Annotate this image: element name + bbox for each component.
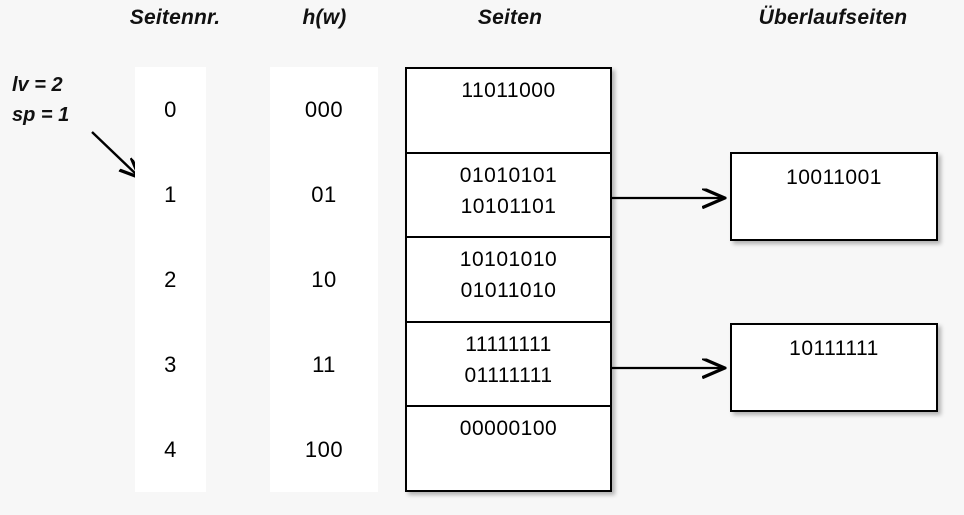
seitennr-cell: 1 [164,181,177,207]
hw-cell: 11 [312,351,336,377]
sp-label: sp = 1 [12,104,70,126]
page-bucket: 01010101 10101101 [407,154,610,239]
record-value: 10101101 [460,194,557,218]
split-pointer-arrow-icon [91,131,150,188]
page-bucket: 11011000 [407,69,610,154]
seitennr-cell: 2 [164,266,177,292]
record-value: 11011000 [461,79,556,102]
column-header-hw: h(w) [302,6,347,29]
hw-cell: 01 [311,181,337,207]
page-bucket: 11111111 01111111 [407,323,610,408]
hw-cell: 100 [304,436,344,462]
seitennr-cell: 0 [164,96,177,122]
overflow-connector-arrow-icon [612,357,734,379]
column-seitennr: 0 1 2 3 4 [135,67,206,492]
record-value: 10011001 [786,166,882,189]
lv-label: lv = 2 [12,74,63,96]
record-value: 01111111 [464,363,553,387]
overflow-page: 10111111 [730,323,938,412]
record-value: 10101010 [459,248,558,272]
column-header-seitennr: Seitennr. [129,6,221,29]
record-value: 10111111 [789,337,879,360]
record-value: 01010101 [459,163,558,187]
column-hw: 000 01 10 11 100 [270,67,378,492]
pages-table: 11011000 01010101 10101101 10101010 0101… [405,67,612,492]
record-value: 11111111 [465,332,552,356]
seitennr-cell: 3 [164,351,177,377]
record-value: 01011010 [460,279,557,303]
column-header-seiten: Seiten [477,6,543,29]
column-header-ueberlaufseiten: Überlaufseiten [758,6,908,29]
record-value: 00000100 [459,417,558,441]
overflow-connector-arrow-icon [612,187,734,209]
hw-cell: 000 [304,96,344,122]
level-split-annotation: lv = 2 sp = 1 [12,70,69,130]
overflow-page: 10011001 [730,152,938,241]
seitennr-cell: 4 [164,436,177,462]
hw-cell: 10 [311,266,337,292]
page-bucket: 10101010 01011010 [407,238,610,323]
page-bucket: 00000100 [407,407,610,492]
